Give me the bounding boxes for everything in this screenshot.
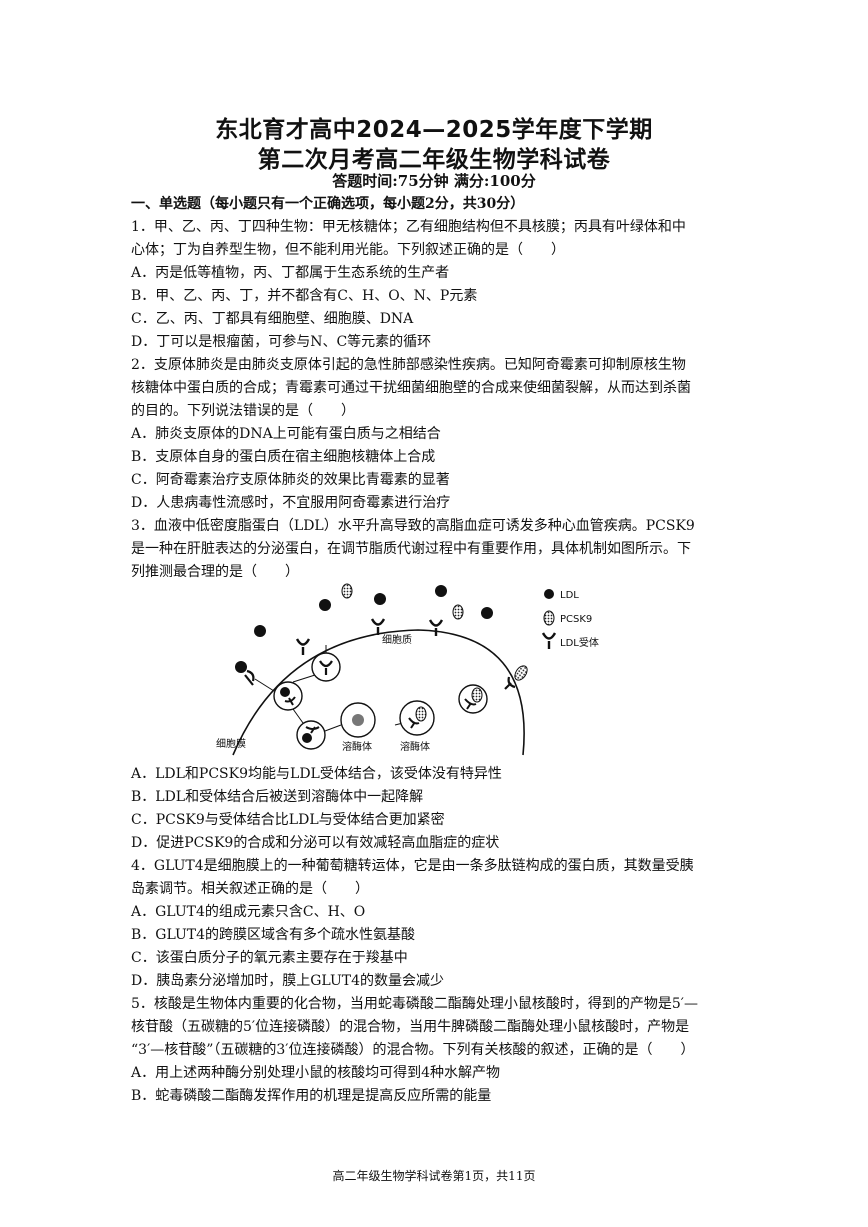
legend-pcsk9-icon [543,610,555,626]
ldl-receptor [244,669,255,686]
q2-stem: 核糖体中蛋白质的合成；青霉素可通过干扰细菌细胞壁的合成来使细菌裂解，从而达到杀菌 [131,380,691,396]
ldl-particle [235,661,247,673]
q1-option-a: A．丙是低等植物，丙、丁都属于生态系统的生产者 [131,265,450,281]
q2-option-c: C．阿奇霉素治疗支原体肺炎的效果比青霉素的显著 [131,472,450,488]
arrow [324,724,342,732]
ldl-particle [280,687,290,697]
page-footer: 高二年级生物学科试卷第1页，共11页 [332,1169,536,1183]
exam-subtitle: 答题时间:75分钟 满分:100分 [332,172,536,190]
label-membrane: 细胞膜 [216,737,246,750]
ldl-receptor [464,698,477,710]
ldl-receptor [284,696,296,706]
q3-stem: 3．血液中低密度脂蛋白（LDL）水平升高导致的高脂血症可诱发多种心血管疾病。PC… [131,518,695,534]
legend-receptor-label: LDL受体 [560,637,599,649]
ldl-receptor [319,660,333,675]
q2-option-b: B．支原体自身的蛋白质在宿主细胞核糖体上合成 [131,449,436,465]
exam-title-line1: 东北育才高中2024—2025学年度下学期 [215,117,653,143]
ldl-particle [481,607,493,619]
ldl-receptor [305,726,320,734]
q4-stem: 4．GLUT4是细胞膜上的一种葡萄糖转运体，它是由一条多肽链构成的蛋白质，其数量… [131,858,694,874]
ldl-particle [435,585,447,597]
pcsk9-particle [514,665,528,681]
ldl-pcsk9-mechanism-diagram: LDL PCSK9 LDL受体 细胞质 细胞膜 溶酶体 溶酶体 [216,583,599,756]
label-lysosome-2: 溶酶体 [400,740,430,753]
pcsk9-particle [452,604,464,620]
q2-stem: 2．支原体肺炎是由肺炎支原体引起的急性肺部感染性疾病。已知阿奇霉素可抑制原核生物 [131,357,686,373]
q1-option-d: D．丁可以是根瘤菌，可参与N、C等元素的循环 [131,334,432,350]
legend-pcsk9-label: PCSK9 [560,614,592,625]
q2-stem: 的目的。下列说法错误的是（ ） [131,403,355,419]
q2-option-a: A．肺炎支原体的DNA上可能有蛋白质与之相结合 [131,426,441,442]
pcsk9-particle [415,706,427,722]
pcsk9-particle [341,583,353,599]
ldl-particle [319,599,331,611]
arrow [292,708,304,724]
label-lysosome-1: 溶酶体 [342,740,372,753]
q2-option-d: D．人患病毒性流感时，不宜服用阿奇霉素进行治疗 [131,495,451,511]
ldl-particle [302,733,312,743]
arrow [254,678,275,692]
legend-ldl-label: LDL [560,590,579,601]
q3-option-a: A．LDL和PCSK9均能与LDL受体结合，该受体没有特异性 [131,766,502,782]
degraded-ldl [352,714,364,726]
pcsk9-particle [471,687,483,703]
q4-option-c: C．该蛋白质分子的氧元素主要存在于羧基中 [131,950,408,966]
q5-stem: 核苷酸（五碳糖的5′位连接磷酸）的混合物，当用牛脾磷酸二酯酶处理小鼠核酸时，产物… [131,1019,690,1035]
q1-option-c: C．乙、丙、丁都具有细胞壁、细胞膜、DNA [131,311,414,327]
q5-stem: 5．核酸是生物体内重要的化合物，当用蛇毒磷酸二酯酶处理小鼠核酸时，得到的产物是5… [131,996,698,1012]
legend-ldl-icon [544,589,554,599]
ldl-receptor [408,717,420,729]
ldl-particle [254,625,266,637]
q3-option-b: B．LDL和受体结合后被送到溶酶体中一起降解 [131,789,424,805]
q1-stem: 1．甲、乙、丙、丁四种生物：甲无核糖体；乙有细胞结构但不具核膜；丙具有叶绿体和中 [131,219,686,235]
cell-membrane-arc [232,629,525,756]
section-heading: 一、单选题（每小题只有一个正确选项，每小题2分，共30分） [131,196,525,212]
q4-option-a: A．GLUT4的组成元素只含C、H、O [131,904,366,920]
q3-option-c: C．PCSK9与受体结合比LDL与受体结合更加紧密 [131,812,445,828]
q3-stem: 列推测最合理的是（ ） [131,564,299,580]
q4-stem: 岛素调节。相关叙述正确的是（ ） [131,881,369,897]
arrow [292,674,316,683]
ldl-particle [374,593,386,605]
ldl-receptor [504,676,516,690]
legend-receptor-icon [541,632,557,649]
q4-option-b: B．GLUT4的跨膜区域含有多个疏水性氨基酸 [131,927,416,943]
q1-option-b: B．甲、乙、丙、丁，并不都含有C、H、O、N、P元素 [131,288,478,304]
q5-option-a: A．用上述两种酶分别处理小鼠的核酸均可得到4种水解产物 [131,1065,501,1081]
ldl-receptor [295,618,444,655]
q5-option-b: B．蛇毒磷酸二酯酶发挥作用的机理是提高反应所需的能量 [131,1088,492,1104]
q3-option-d: D．促进PCSK9的合成和分泌可以有效减轻高血脂症的症状 [131,835,500,851]
q1-stem: 心体；丁为自养型生物，但不能利用光能。下列叙述正确的是（ ） [131,242,565,258]
q3-stem: 是一种在肝脏表达的分泌蛋白，在调节脂质代谢过程中有重要作用，具体机制如图所示。下 [131,541,691,557]
q5-stem: “3′—核苷酸”（五碳糖的3′位连接磷酸）的混合物。下列有关核酸的叙述，正确的是… [131,1042,695,1058]
q4-option-d: D．胰岛素分泌增加时，膜上GLUT4的数量会减少 [131,973,444,989]
label-cytoplasm: 细胞质 [382,633,412,646]
exam-title-line2: 第二次月考高二年级生物学科试卷 [257,147,611,173]
